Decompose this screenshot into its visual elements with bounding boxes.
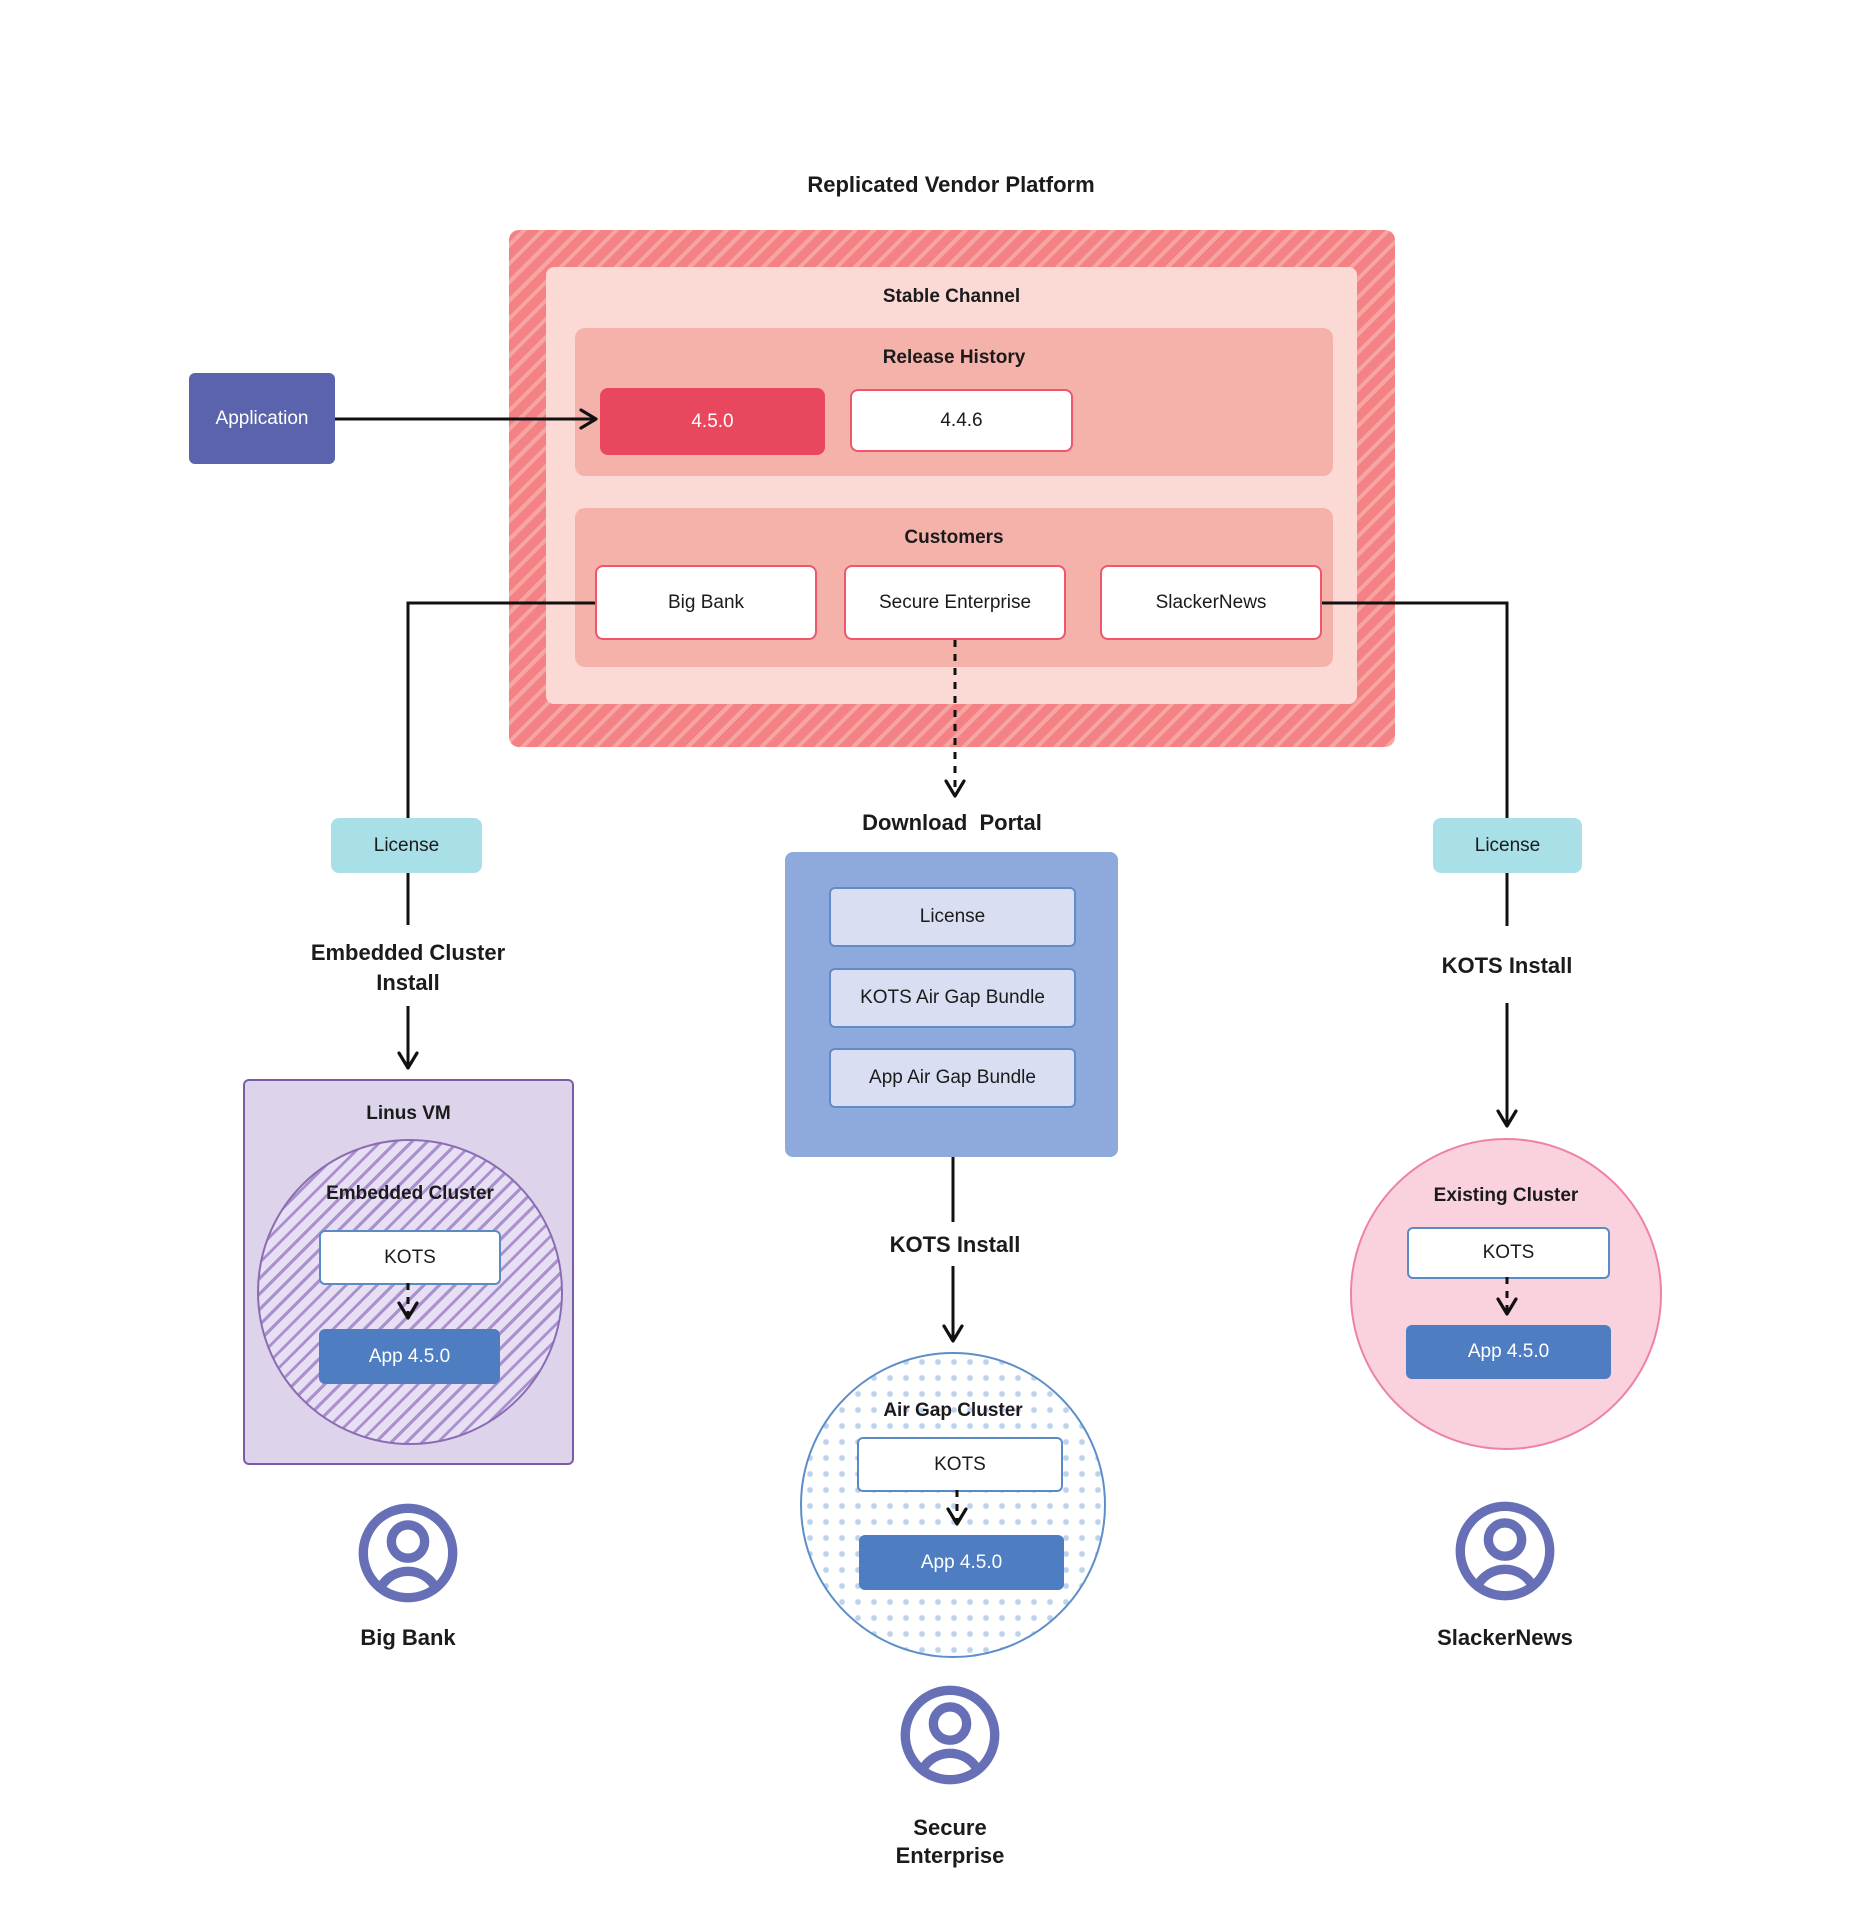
app-node-mid: App 4.5.0	[859, 1535, 1064, 1590]
install-label-line1: Embedded Cluster	[310, 940, 506, 965]
release-node-previous: 4.4.6	[850, 389, 1073, 452]
user-icon	[900, 1685, 1000, 1785]
download-portal-box: License KOTS Air Gap Bundle App Air Gap …	[785, 852, 1118, 1157]
customers-label: Customers	[904, 527, 1004, 548]
customer-node-big-bank: Big Bank	[595, 565, 817, 640]
user-icon	[358, 1503, 458, 1603]
kots-install-label-right: KOTS Install	[1441, 953, 1573, 978]
portal-item-app-bundle: App Air Gap Bundle	[829, 1048, 1076, 1108]
release-history-label: Release History	[882, 347, 1026, 368]
embedded-cluster-install-label: Embedded Cluster Install	[258, 938, 558, 998]
air-gap-cluster-circle: Air Gap Cluster KOTS App 4.5.0	[800, 1352, 1106, 1658]
secure-user-line2: Enterprise	[895, 1843, 1005, 1868]
portal-app-bundle-label: App Air Gap Bundle	[869, 1067, 1036, 1088]
user-icon	[1455, 1501, 1555, 1601]
customer-node-secure-enterprise: Secure Enterprise	[844, 565, 1066, 640]
app-right-label: App 4.5.0	[1467, 1341, 1550, 1362]
linus-vm-box: Linus VM Embedded Cluster KOTS App 4.5.0	[243, 1079, 574, 1465]
kots-node-mid: KOTS	[857, 1437, 1063, 1492]
app-mid-label: App 4.5.0	[920, 1551, 1003, 1573]
embedded-cluster-label: Embedded Cluster	[326, 1183, 494, 1204]
air-gap-cluster-label: Air Gap Cluster	[883, 1400, 1023, 1421]
license-chip-right: License	[1433, 818, 1582, 873]
diagram-title: Replicated Vendor Platform	[807, 172, 1095, 197]
download-portal-label: Download Portal	[862, 810, 1042, 835]
release-current-label: 4.5.0	[691, 410, 734, 432]
big-bank-user-label: Big Bank	[360, 1625, 456, 1650]
existing-cluster-label: Existing Cluster	[1433, 1185, 1579, 1206]
install-label-line2: Install	[376, 970, 440, 995]
stable-channel-label: Stable Channel	[882, 286, 1021, 307]
customer-node-slackernews: SlackerNews	[1100, 565, 1322, 640]
vendor-platform-box: Stable Channel Release History 4.5.0 4.4…	[509, 230, 1395, 747]
customer-big-bank-label: Big Bank	[667, 591, 745, 613]
kots-mid-label: KOTS	[934, 1453, 986, 1475]
customer-slackernews-label: SlackerNews	[1155, 591, 1267, 613]
license-chip-right-label: License	[1474, 834, 1541, 856]
secure-enterprise-user-label: Secure Enterprise	[850, 1814, 1050, 1870]
customer-secure-enterprise-label: Secure Enterprise	[878, 591, 1032, 613]
portal-license-label: License	[919, 906, 986, 927]
linus-vm-label: Linus VM	[366, 1103, 451, 1124]
application-label: Application	[215, 407, 309, 429]
embedded-cluster-circle: Embedded Cluster	[257, 1139, 563, 1445]
app-node-left: App 4.5.0	[319, 1329, 500, 1384]
license-chip-left: License	[331, 818, 482, 873]
stable-channel-box: Stable Channel Release History 4.5.0 4.4…	[546, 267, 1357, 704]
portal-kots-bundle-label: KOTS Air Gap Bundle	[860, 987, 1045, 1008]
release-history-box: Release History 4.5.0 4.4.6	[575, 328, 1333, 476]
kots-node-right: KOTS	[1407, 1227, 1610, 1279]
kots-left-label: KOTS	[384, 1246, 436, 1268]
license-chip-left-label: License	[373, 834, 440, 856]
app-node-right: App 4.5.0	[1406, 1325, 1611, 1379]
kots-node-left: KOTS	[319, 1230, 501, 1285]
customers-box: Customers Big Bank Secure Enterprise Sla…	[575, 508, 1333, 667]
kots-install-label-mid: KOTS Install	[889, 1232, 1021, 1257]
application-node: Application	[189, 373, 335, 464]
slackernews-user-label: SlackerNews	[1437, 1625, 1573, 1650]
secure-user-line1: Secure	[913, 1815, 987, 1840]
release-node-current: 4.5.0	[600, 388, 825, 455]
portal-item-kots-bundle: KOTS Air Gap Bundle	[829, 968, 1076, 1028]
kots-right-label: KOTS	[1482, 1242, 1535, 1263]
app-left-label: App 4.5.0	[368, 1345, 451, 1367]
existing-cluster-circle: Existing Cluster KOTS App 4.5.0	[1350, 1138, 1662, 1450]
release-previous-label: 4.4.6	[940, 409, 983, 431]
portal-item-license: License	[829, 887, 1076, 947]
